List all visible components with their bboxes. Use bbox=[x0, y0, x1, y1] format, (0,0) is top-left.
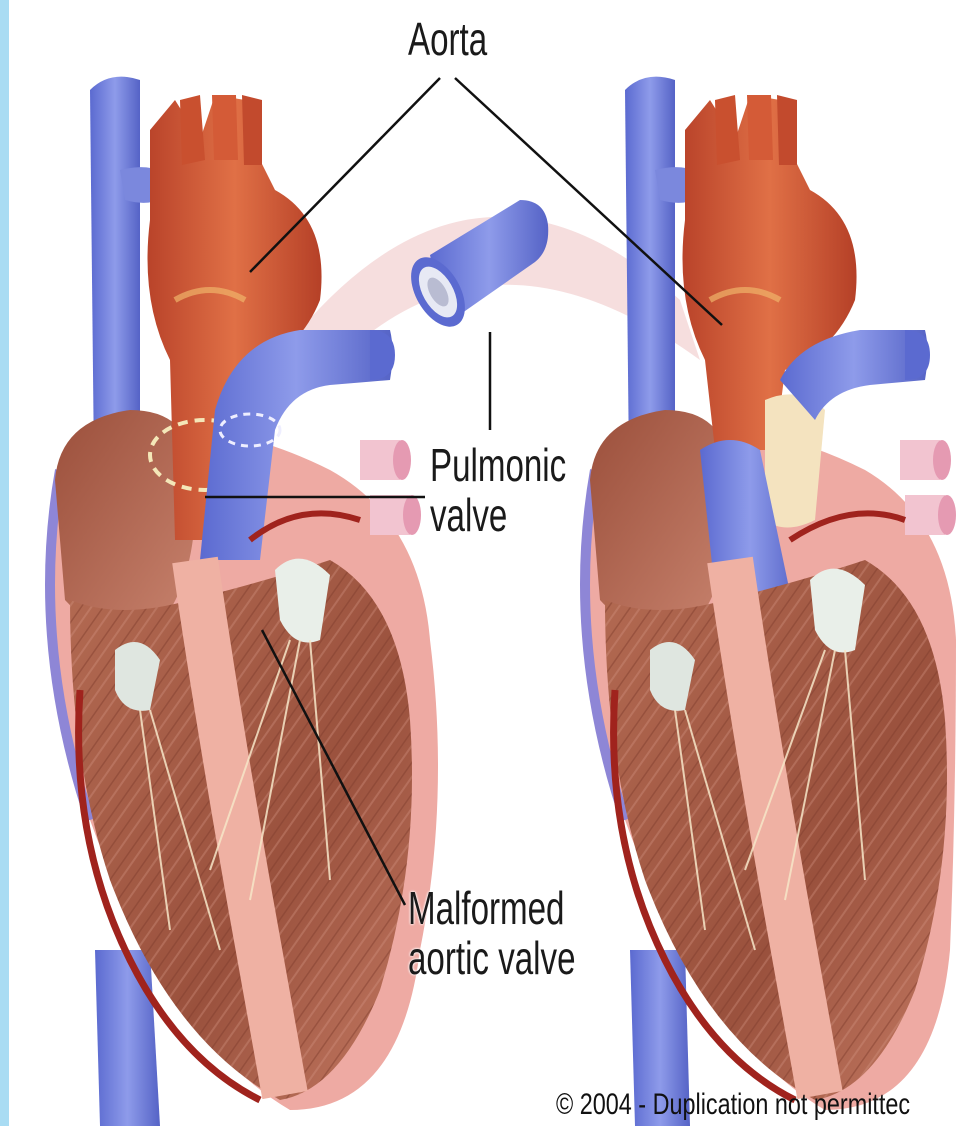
label-pulmonic-line1: Pulmonic bbox=[430, 440, 566, 490]
copyright-notice: © 2004 - Duplication not permittec bbox=[556, 1088, 910, 1122]
left-heart-figure bbox=[50, 77, 438, 1126]
label-malformed-line2: aortic valve bbox=[408, 933, 576, 983]
label-aorta: Aorta bbox=[408, 14, 487, 64]
label-malformed-line1: Malformed bbox=[408, 883, 564, 933]
label-pulmonic-line2: valve bbox=[430, 490, 507, 540]
right-heart-figure bbox=[585, 77, 956, 1126]
